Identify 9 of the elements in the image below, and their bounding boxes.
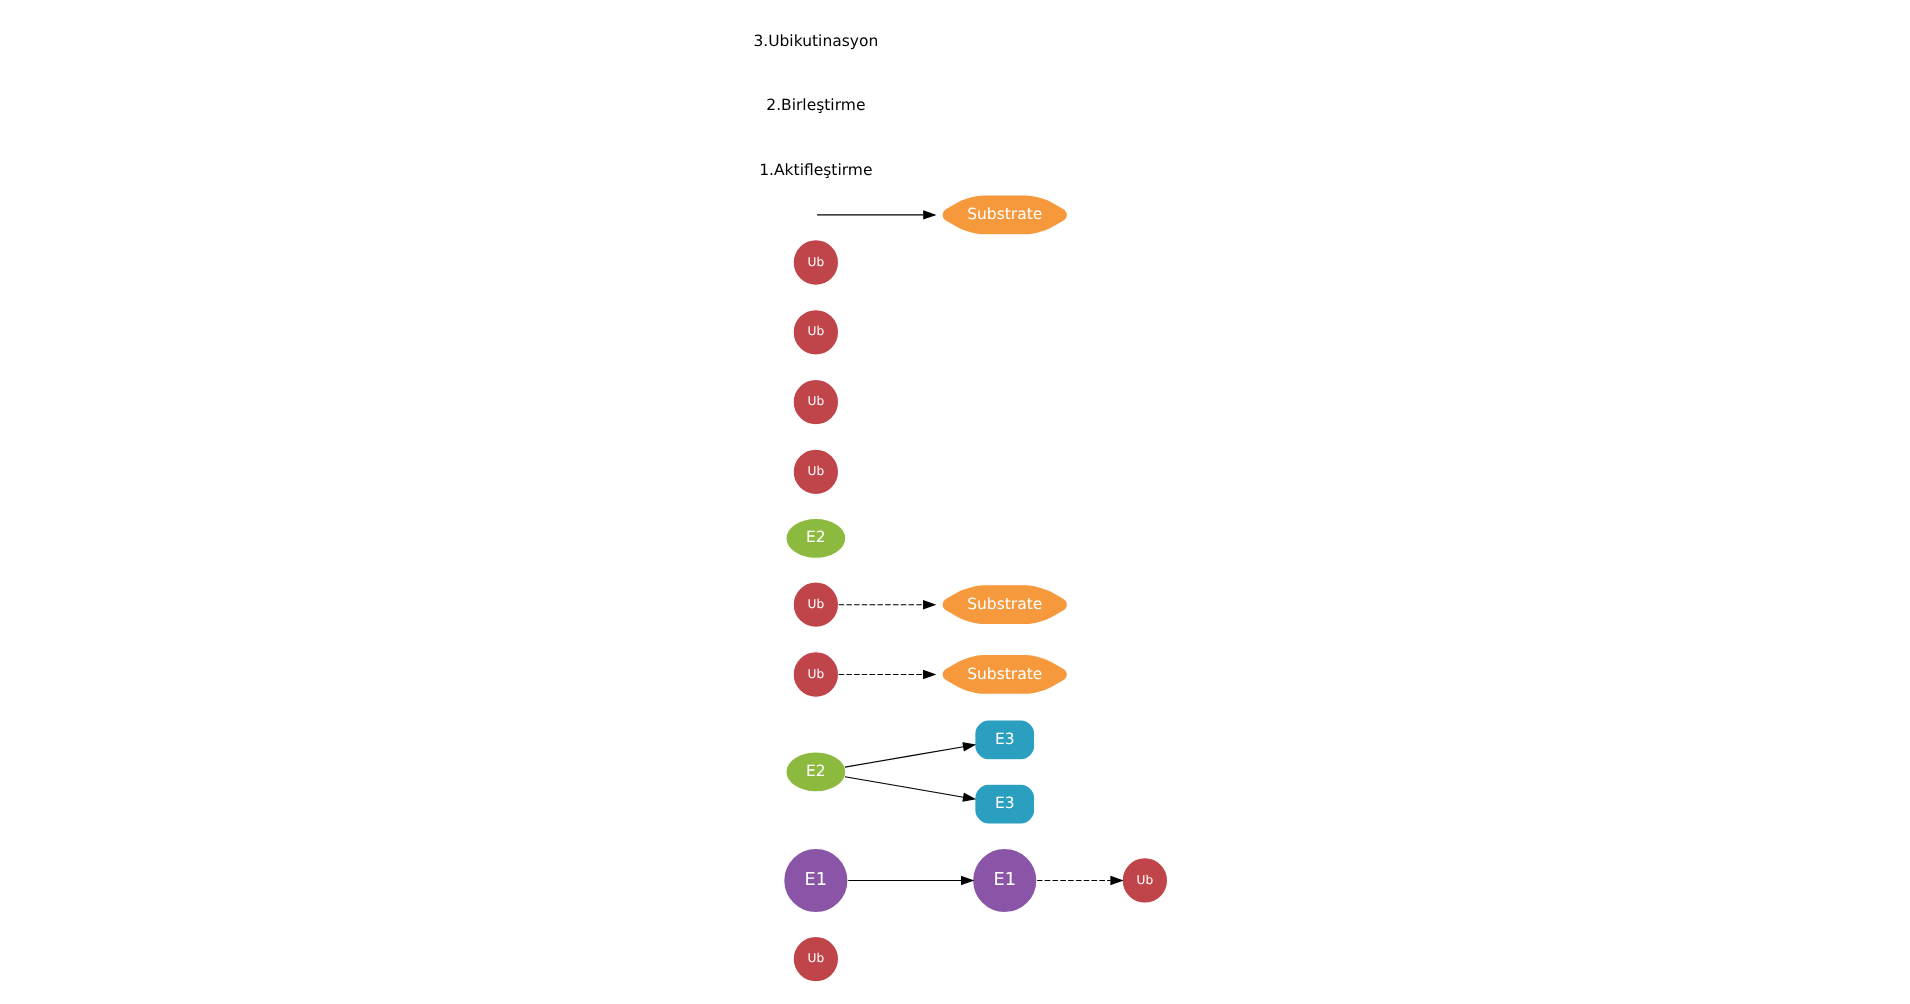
arrow bbox=[846, 875, 974, 886]
arrow bbox=[843, 776, 976, 802]
arrow bbox=[1035, 875, 1123, 886]
arrow bbox=[843, 742, 976, 768]
node-circle: E1 bbox=[971, 847, 1037, 914]
arrow bbox=[837, 600, 936, 610]
arrow bbox=[837, 669, 936, 680]
arrow bbox=[815, 210, 936, 220]
node-circle: E1 bbox=[782, 847, 848, 914]
